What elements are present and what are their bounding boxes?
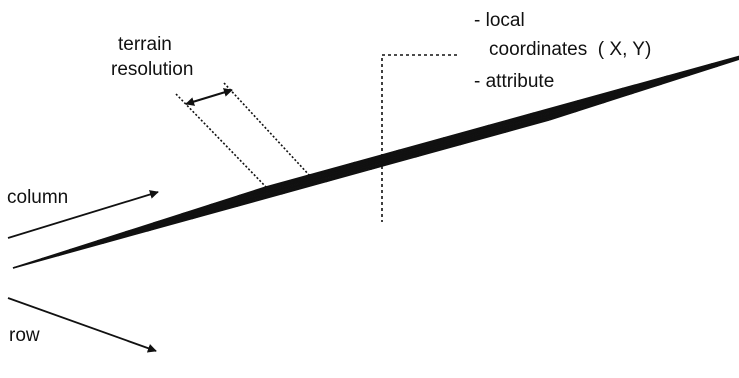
grid-column-line	[146, 149, 401, 232]
row-label: row	[9, 325, 40, 346]
raster-grid	[12, 55, 739, 269]
grid-column-line	[414, 75, 669, 158]
grid-column-line	[236, 124, 490, 208]
grid-column-line	[548, 58, 739, 121]
resolution-arrow	[185, 88, 233, 106]
row-direction-arrow	[7, 297, 157, 353]
grid-column-line	[459, 62, 713, 146]
grid-column-line	[325, 99, 579, 183]
grid-column-line	[370, 87, 624, 171]
cell-callout-line	[381, 54, 457, 222]
grid-column-line	[280, 112, 535, 195]
grid-column-line	[12, 186, 267, 269]
resolution-guide-line-left	[175, 93, 267, 188]
local-label: - local	[474, 10, 525, 31]
grid-column-line	[504, 56, 739, 134]
resolution-guide-line-right	[223, 82, 311, 177]
column-direction-arrow	[7, 190, 159, 239]
grid-row-line	[265, 55, 739, 188]
attribute-label: - attribute	[474, 71, 554, 92]
coordinates-label: coordinates ( X, Y)	[489, 39, 651, 60]
resolution-label: resolution	[111, 59, 193, 80]
grid-column-line	[102, 161, 356, 245]
column-label: column	[7, 187, 68, 208]
grid-column-line	[191, 136, 445, 220]
grid-column-line	[57, 173, 311, 257]
terrain-label: terrain	[118, 34, 172, 55]
